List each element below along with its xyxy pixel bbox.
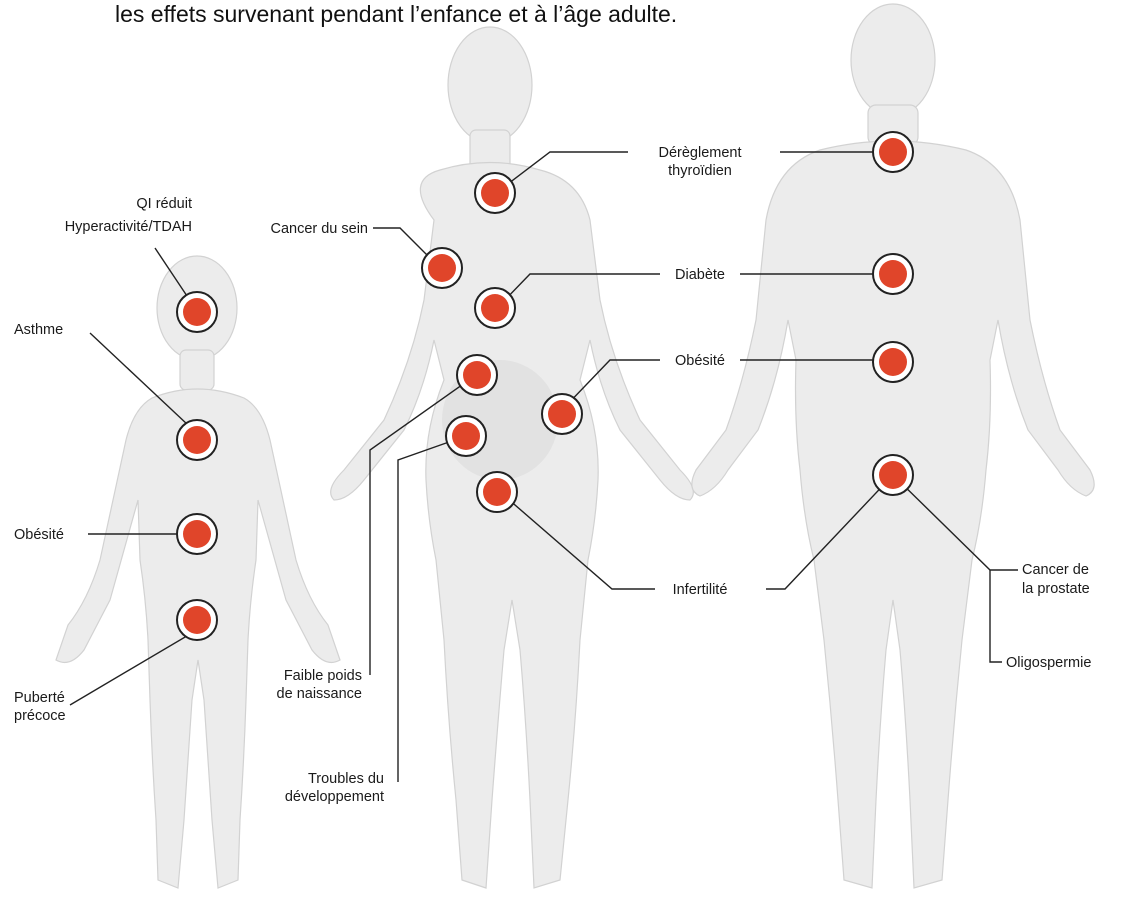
label-obesite-enfant: Obésité <box>14 527 64 543</box>
label-obesite-adulte: Obésité <box>675 353 725 369</box>
marker-woman-breast <box>422 248 462 288</box>
marker-child-pelvis <box>177 600 217 640</box>
label-diabete: Diabète <box>675 267 725 283</box>
label-troubles-1: Troubles du <box>308 771 384 787</box>
label-qi-reduit: QI réduit <box>136 196 192 212</box>
label-oligospermie: Oligospermie <box>1006 655 1091 671</box>
marker-man-pelvis <box>873 455 913 495</box>
marker-woman-thyroid <box>475 173 515 213</box>
label-faible-poids-2: de naissance <box>277 686 362 702</box>
label-cancer-prostate-2: la prostate <box>1022 581 1090 597</box>
label-puberte-2: précoce <box>14 708 66 724</box>
marker-man-thyroid <box>873 132 913 172</box>
label-dereglement-2: thyroïdien <box>668 163 732 179</box>
label-puberte-1: Puberté <box>14 690 65 706</box>
marker-child-chest <box>177 420 217 460</box>
marker-woman-development <box>446 416 486 456</box>
label-asthme: Asthme <box>14 322 63 338</box>
woman-figure <box>331 27 694 888</box>
label-faible-poids-1: Faible poids <box>284 668 362 684</box>
label-infertilite: Infertilité <box>673 582 728 598</box>
label-cancer-sein: Cancer du sein <box>270 221 368 237</box>
marker-man-diabetes <box>873 254 913 294</box>
label-hyperactivite: Hyperactivité/TDAH <box>65 219 192 235</box>
marker-woman-birthweight <box>457 355 497 395</box>
marker-woman-infertility <box>477 472 517 512</box>
label-cancer-prostate-1: Cancer de <box>1022 562 1089 578</box>
marker-woman-obesity <box>542 394 582 434</box>
label-troubles-2: développement <box>285 789 384 805</box>
marker-child-belly <box>177 514 217 554</box>
marker-woman-diabetes <box>475 288 515 328</box>
marker-man-obesity <box>873 342 913 382</box>
label-dereglement-1: Dérèglement <box>658 145 741 161</box>
marker-child-head <box>177 292 217 332</box>
